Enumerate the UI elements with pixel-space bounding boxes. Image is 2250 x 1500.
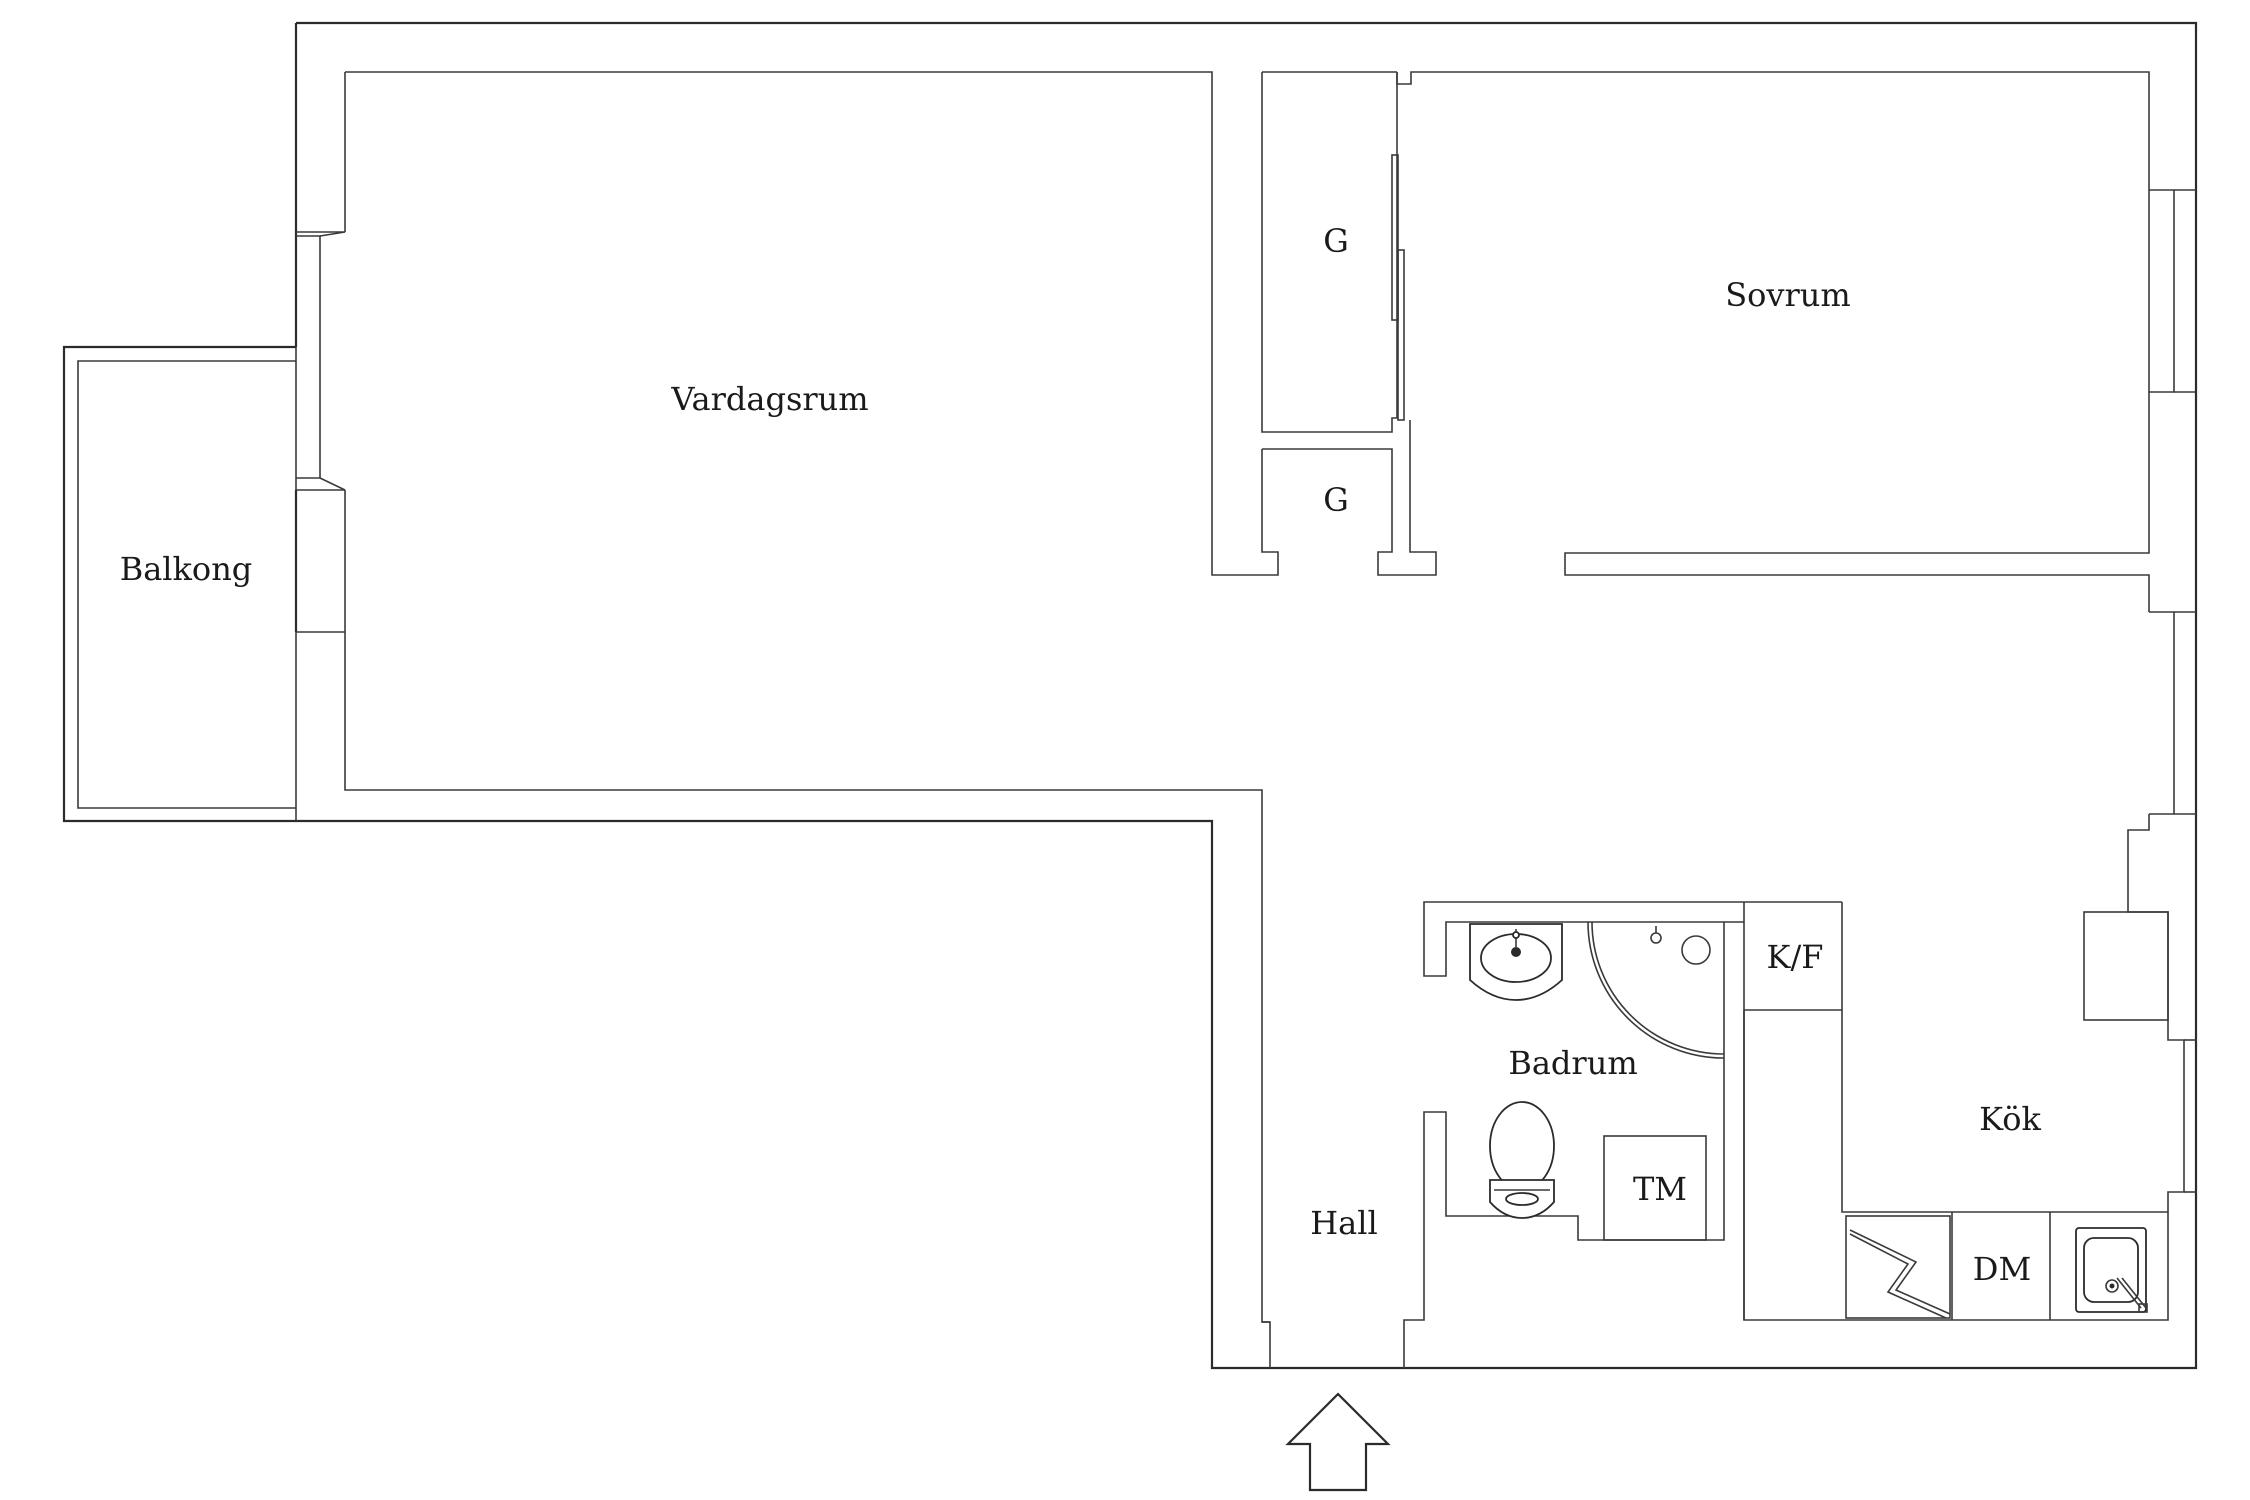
appliance-label-dm: DM: [1973, 1250, 2031, 1288]
wardrobes: [1240, 71, 1437, 576]
bathroom-walls: [1403, 901, 1745, 1368]
corner-shower-icon: [1587, 921, 1725, 1059]
washbasin-icon: [1469, 923, 1563, 1001]
kitchen-sink-icon: [2075, 1227, 2148, 1313]
toilet-icon: [1489, 1101, 1555, 1219]
entrance-arrow-icon: [1285, 1392, 1391, 1492]
outer-walls: [294, 21, 2198, 1370]
appliance-label-kf: K/F: [1767, 938, 1824, 976]
appliance-label-tm: TM: [1633, 1170, 1687, 1208]
room-label-hall: Hall: [1310, 1204, 1377, 1242]
room-label-sovrum: Sovrum: [1725, 276, 1851, 314]
room-label-balkong: Balkong: [120, 550, 253, 588]
room-label-badrum: Badrum: [1508, 1044, 1637, 1082]
room-label-kok: Kök: [1979, 1100, 2041, 1138]
washing-machine: [1603, 1135, 1707, 1241]
stove-icon: [1845, 1215, 1951, 1319]
living-room-walls: [296, 71, 1271, 1368]
room-label-vardagsrum: Vardagsrum: [670, 380, 868, 418]
balcony: [62, 345, 296, 823]
room-label-garderob-upper: G: [1323, 222, 1349, 260]
bedroom-walls: [1396, 71, 2196, 612]
room-label-garderob-lower: G: [1323, 481, 1349, 519]
